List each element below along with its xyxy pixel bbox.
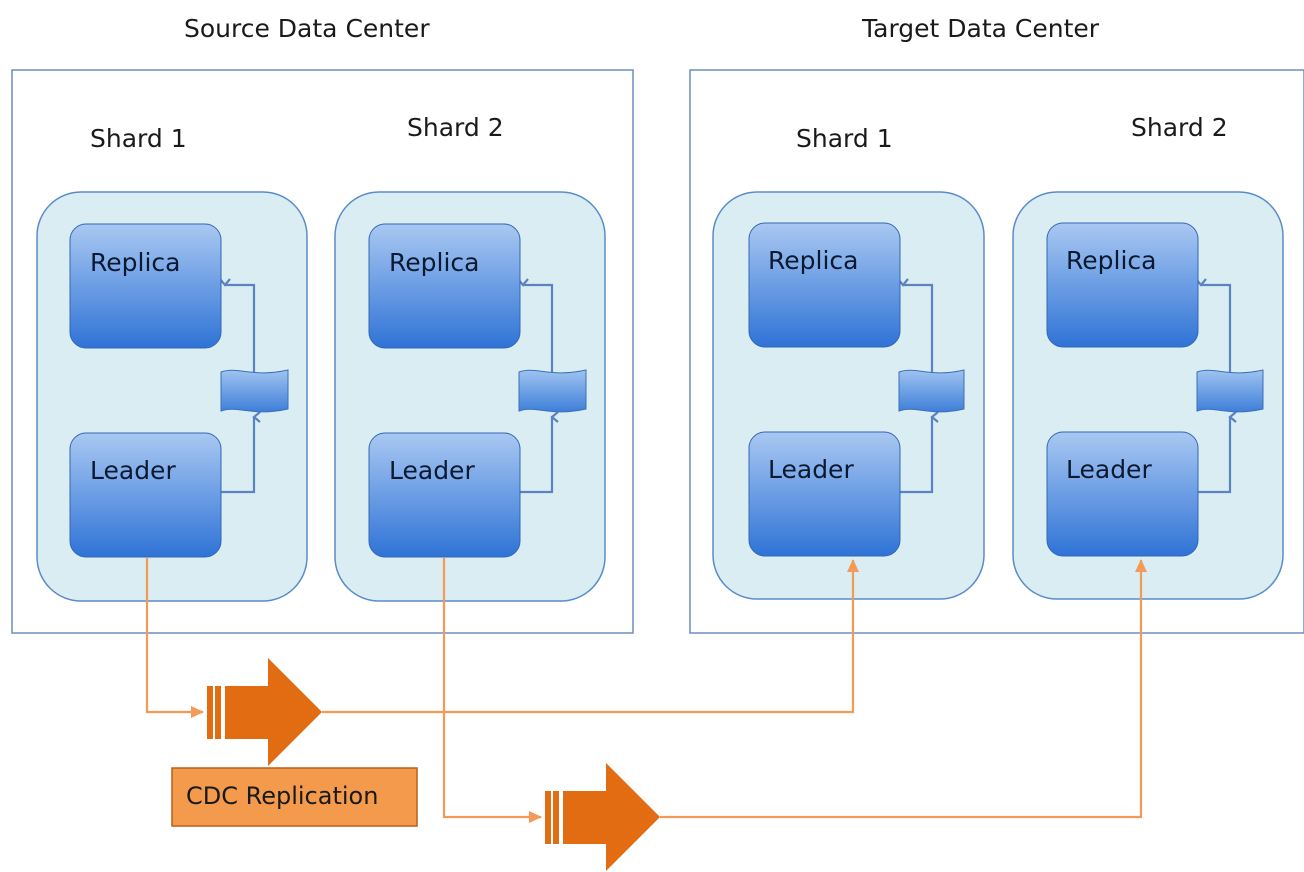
target-shard-2-leader-label: Leader xyxy=(1066,455,1152,484)
source-shard-2-leader-node xyxy=(368,432,521,558)
target-shard-1-leader-label: Leader xyxy=(768,455,854,484)
cdc-replication-arrow-shard-1 xyxy=(207,658,322,766)
source-shard-2-replica-node xyxy=(368,223,521,349)
target-shard-1-leader-node xyxy=(748,431,901,557)
source-shard-2-leader-label: Leader xyxy=(389,456,475,485)
target-shard-2-title: Shard 2 xyxy=(1131,113,1228,142)
target-shard-1-title: Shard 1 xyxy=(796,124,893,153)
source-shard-1-title: Shard 1 xyxy=(90,124,187,153)
source-shard-1-leader-node xyxy=(69,432,222,558)
cdc-replication-arrow-shard-2 xyxy=(545,763,660,871)
source-shard-2-internal-flow xyxy=(517,278,559,494)
source-shard-1-replica-node xyxy=(69,223,222,349)
source-data-center-frame xyxy=(11,69,634,634)
target-shard-1-queue-icon xyxy=(898,369,965,413)
target-shard-2-internal-flow xyxy=(1195,278,1237,494)
target-shard-1-internal-flow xyxy=(897,278,939,494)
source-shard-2-title: Shard 2 xyxy=(407,113,504,142)
cdc-flow-shard-1 xyxy=(145,558,859,718)
source-shard-1-queue-icon xyxy=(220,369,289,413)
target-data-center-title: Target Data Center xyxy=(862,14,1100,43)
source-shard-1-leader-label: Leader xyxy=(90,456,176,485)
target-shard-1-replica-node xyxy=(748,222,901,348)
source-shard-2-queue-icon xyxy=(518,369,587,413)
target-data-center-frame xyxy=(689,69,1304,634)
target-shard-1-replica-label: Replica xyxy=(768,246,859,275)
cdc-replication-label-box xyxy=(171,767,418,827)
source-shard-1-internal-flow xyxy=(219,278,261,494)
cdc-replication-label: CDC Replication xyxy=(186,782,379,810)
source-shard-1-replica-label: Replica xyxy=(90,248,181,277)
target-shard-2-replica-node xyxy=(1046,222,1199,348)
source-shard-2-replica-label: Replica xyxy=(389,248,480,277)
target-shard-2-replica-label: Replica xyxy=(1066,246,1157,275)
target-shard-2-queue-icon xyxy=(1196,369,1264,413)
source-data-center-title: Source Data Center xyxy=(184,14,430,43)
target-shard-2-leader-node xyxy=(1046,431,1199,557)
cdc-flow-shard-2 xyxy=(442,558,1147,823)
